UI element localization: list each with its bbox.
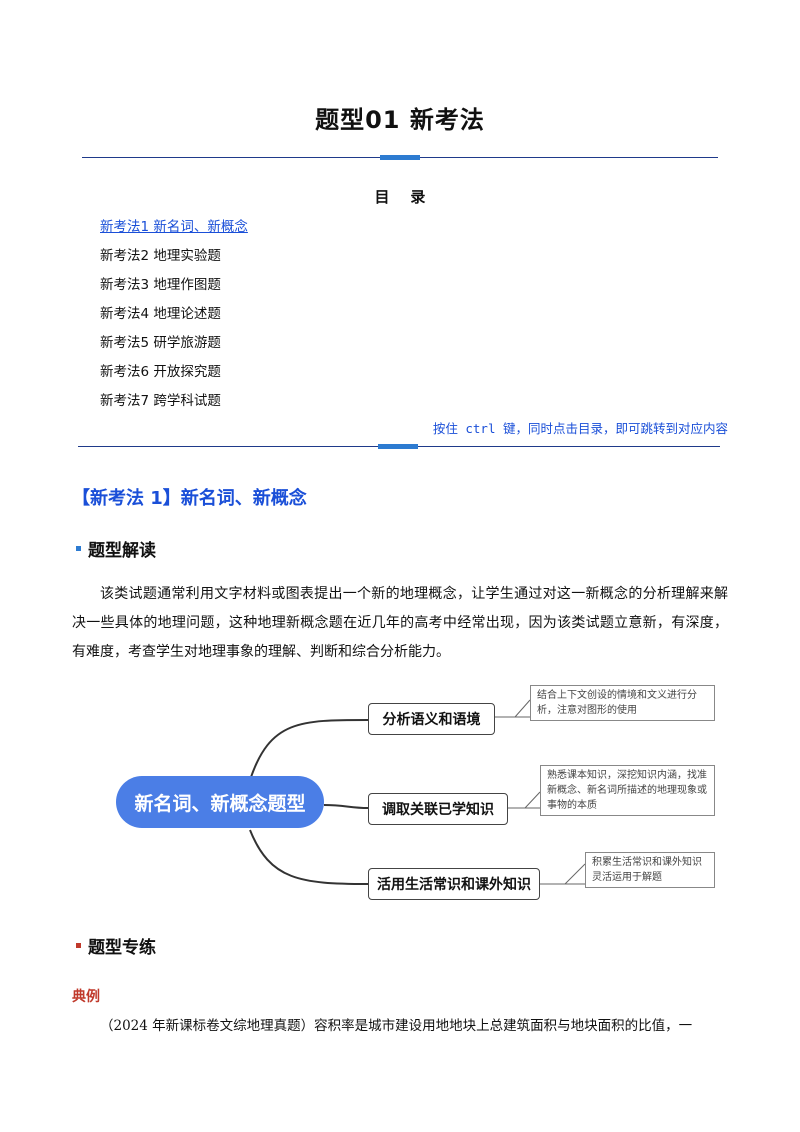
toc-heading: 目 录 [374, 188, 426, 206]
blue-square-bullet-icon [76, 546, 81, 551]
divider-ornament [380, 155, 420, 160]
toc-item-3[interactable]: 新考法3 地理作图题 [100, 277, 221, 293]
branch-line-3 [249, 829, 369, 885]
mindmap-node-1: 分析语义和语境 [368, 703, 495, 735]
toc-item-5[interactable]: 新考法5 研学旅游题 [100, 335, 221, 351]
example-label: 典例 [72, 989, 100, 1005]
toc-item-4[interactable]: 新考法4 地理论述题 [100, 306, 221, 322]
mindmap-node-3: 活用生活常识和课外知识 [368, 868, 540, 900]
mindmap-note-1: 结合上下文创设的情境和文义进行分析，注意对图形的使用 [530, 685, 715, 721]
mindmap-node-2: 调取关联已学知识 [368, 793, 508, 825]
mindmap-note-3: 积累生活常识和课外知识灵活运用于解题 [585, 852, 715, 888]
page-title: 题型01 新考法 [315, 106, 485, 134]
note-tick-1 [514, 699, 531, 718]
note-tick-2 [524, 791, 541, 809]
note-tick-3 [564, 863, 586, 885]
subheading-practice: 题型专练 [88, 938, 156, 958]
toc-item-2[interactable]: 新考法2 地理实验题 [100, 248, 221, 264]
toc-item-6[interactable]: 新考法6 开放探究题 [100, 364, 221, 380]
section-heading: 【新考法 1】新名词、新概念 [72, 488, 307, 509]
branch-line-1 [249, 719, 369, 781]
mindmap-note-2: 熟悉课本知识，深挖知识内涵，找准新概念、新名词所描述的地理现象或事物的本质 [540, 765, 715, 816]
intro-paragraph: 该类试题通常利用文字材料或图表提出一个新的地理概念，让学生通过对这一新概念的分析… [72, 586, 728, 660]
branch-line-2 [323, 804, 369, 809]
mindmap-center-node: 新名词、新概念题型 [116, 776, 324, 828]
toc-item-7[interactable]: 新考法7 跨学科试题 [100, 393, 221, 409]
toc-item-1[interactable]: 新考法1 新名词、新概念 [100, 219, 248, 235]
example-text: （2024 年新课标卷文综地理真题）容积率是城市建设用地地块上总建筑面积与地块面… [100, 1018, 693, 1034]
divider-ornament-bottom [378, 444, 418, 449]
toc-hint: 按住 ctrl 键，同时点击目录，即可跳转到对应内容 [432, 421, 728, 436]
subheading-interpretation: 题型解读 [88, 541, 156, 561]
red-square-bullet-icon [76, 943, 81, 948]
